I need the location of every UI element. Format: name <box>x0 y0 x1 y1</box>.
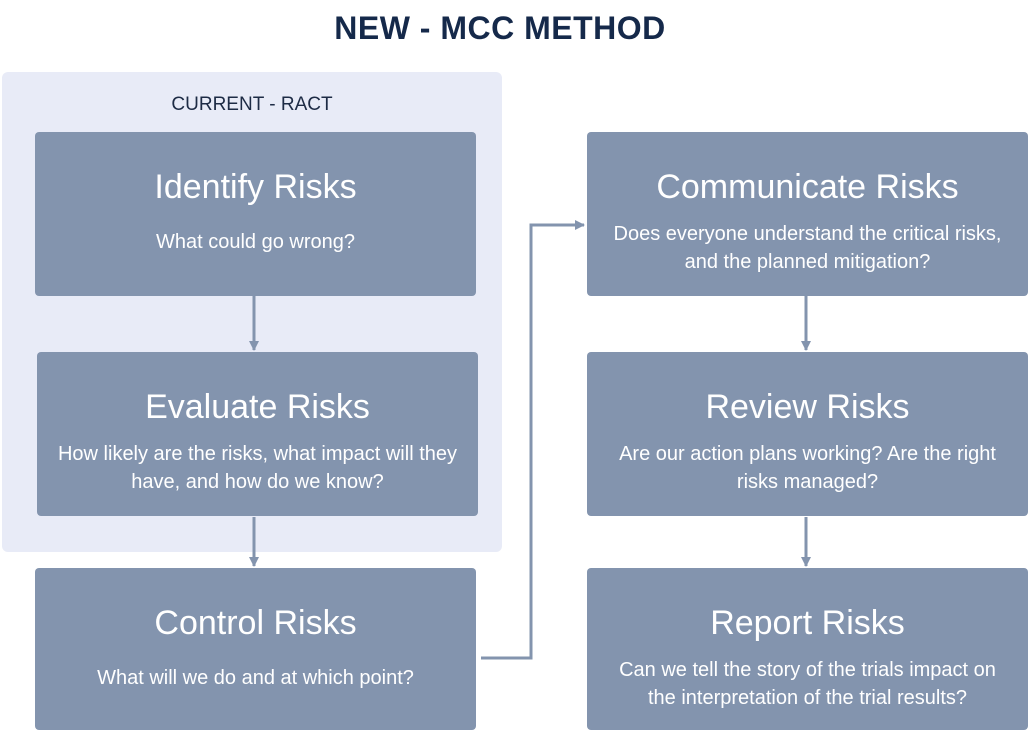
step-title: Report Risks <box>710 604 905 642</box>
step-description: What could go wrong? <box>155 231 355 253</box>
step-communicate-risks: Communicate Risks Does everyone understa… <box>587 132 1028 296</box>
step-title: Review Risks <box>705 388 910 426</box>
step-description: Can we tell the story of the trials impa… <box>619 659 996 709</box>
ract-group-label: CURRENT - RACT <box>171 94 333 115</box>
diagram-title: NEW - MCC METHOD <box>334 10 666 46</box>
arrow-control-to-communicate <box>481 220 585 660</box>
step-title: Communicate Risks <box>656 168 959 206</box>
step-description: What will we do and at which point? <box>97 667 414 689</box>
step-title: Evaluate Risks <box>145 388 370 426</box>
step-title: Control Risks <box>154 604 357 642</box>
step-description: How likely are the risks, what impact wi… <box>57 443 457 493</box>
step-review-risks: Review Risks Are our action plans workin… <box>587 352 1028 516</box>
step-title: Identify Risks <box>154 168 357 206</box>
step-evaluate-risks: Evaluate Risks How likely are the risks,… <box>37 352 478 516</box>
step-control-risks: Control Risks What will we do and at whi… <box>35 568 476 730</box>
step-report-risks: Report Risks Can we tell the story of th… <box>587 568 1028 730</box>
step-description: Does everyone understand the critical ri… <box>613 223 1002 273</box>
step-description: Are our action plans working? Are the ri… <box>619 443 996 493</box>
step-identify-risks: Identify Risks What could go wrong? <box>35 132 476 296</box>
